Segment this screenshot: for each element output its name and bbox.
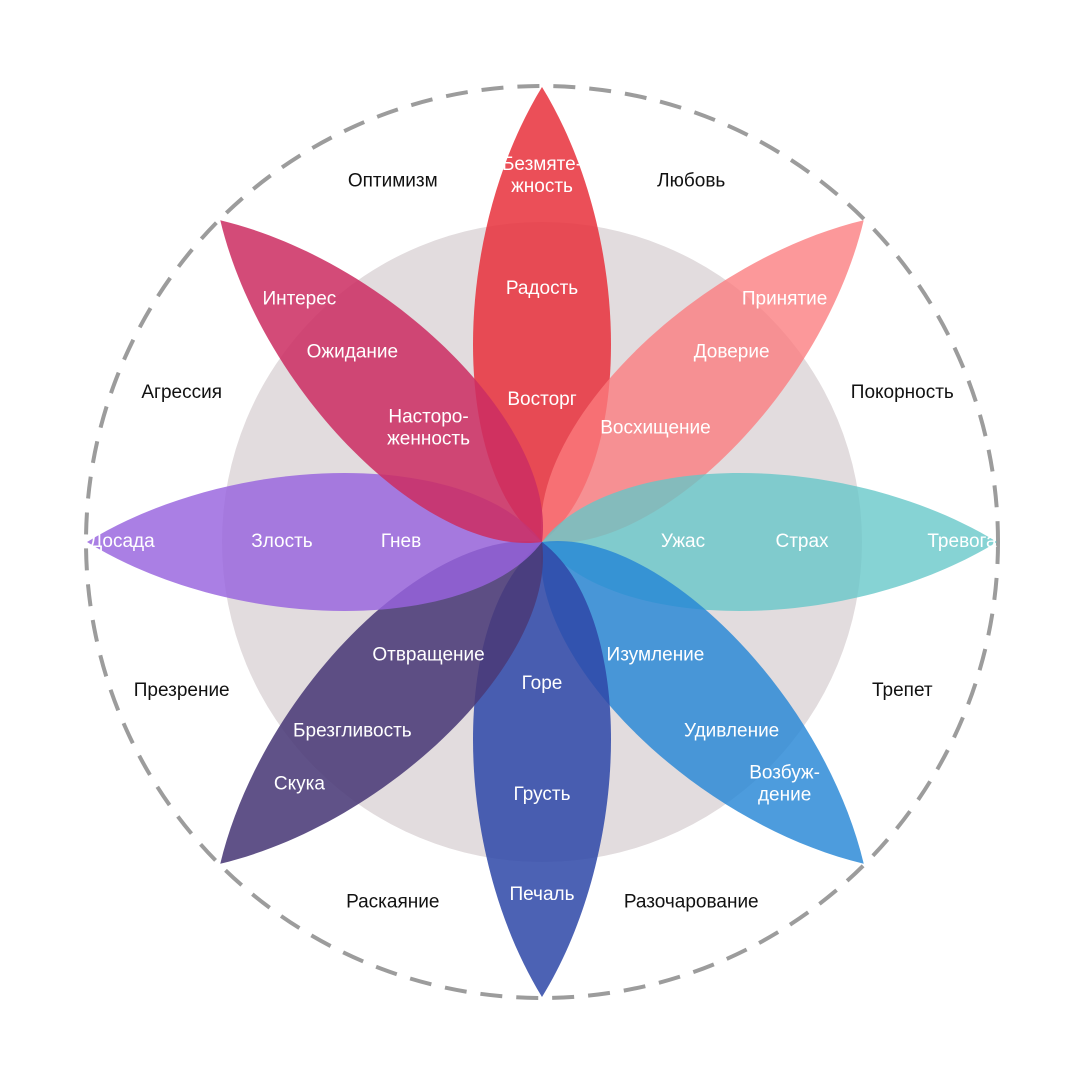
label-inner-joy: Восторг [507, 389, 576, 410]
label-outer-anger: Досада [89, 531, 155, 552]
label-middle-fear: Страх [775, 531, 829, 552]
dyad-label-7: Оптимизм [348, 171, 438, 192]
label-middle-joy: Радость [506, 278, 578, 299]
petal-disgust [220, 540, 544, 864]
label-middle-disgust: Брезгливость [293, 721, 412, 742]
dyad-label-5: Презрение [134, 680, 230, 701]
label-middle-trust: Доверие [694, 341, 770, 362]
dyad-label-1: Покорность [851, 382, 954, 403]
label-outer-anticipation: Интерес [262, 288, 336, 309]
petal-trust [540, 220, 864, 544]
dyad-label-2: Трепет [872, 680, 933, 701]
outer-dashed-circle [84, 84, 1000, 1000]
label-outer-surprise: Возбуж-дение [749, 763, 820, 806]
dyad-label-0: Любовь [657, 171, 725, 192]
petals-group [87, 87, 997, 997]
label-inner-trust: Восхищение [600, 418, 711, 439]
label-inner-fear: Ужас [661, 531, 705, 552]
label-middle-surprise: Удивление [684, 721, 779, 742]
dyad-label-6: Агрессия [141, 382, 222, 403]
petal-anticipation [220, 220, 544, 544]
label-inner-surprise: Изумление [607, 644, 705, 665]
label-inner-anticipation: Насторо-женность [387, 407, 470, 450]
label-middle-anticipation: Ожидание [307, 341, 398, 362]
label-outer-sadness: Печаль [509, 884, 574, 905]
label-inner-anger: Гнев [381, 531, 421, 552]
label-inner-sadness: Горе [522, 673, 563, 694]
label-outer-fear: Тревога [927, 531, 997, 552]
label-middle-anger: Злость [251, 531, 313, 552]
label-outer-joy: Безмяте-жность [502, 154, 582, 197]
label-middle-sadness: Грусть [514, 784, 571, 805]
dyad-label-3: Разочарование [624, 891, 759, 912]
label-inner-disgust: Отвращение [372, 644, 484, 665]
petal-surprise [540, 540, 864, 864]
dyad-label-4: Раскаяние [346, 891, 439, 912]
label-outer-trust: Принятие [742, 288, 828, 309]
label-outer-disgust: Скука [274, 774, 325, 795]
